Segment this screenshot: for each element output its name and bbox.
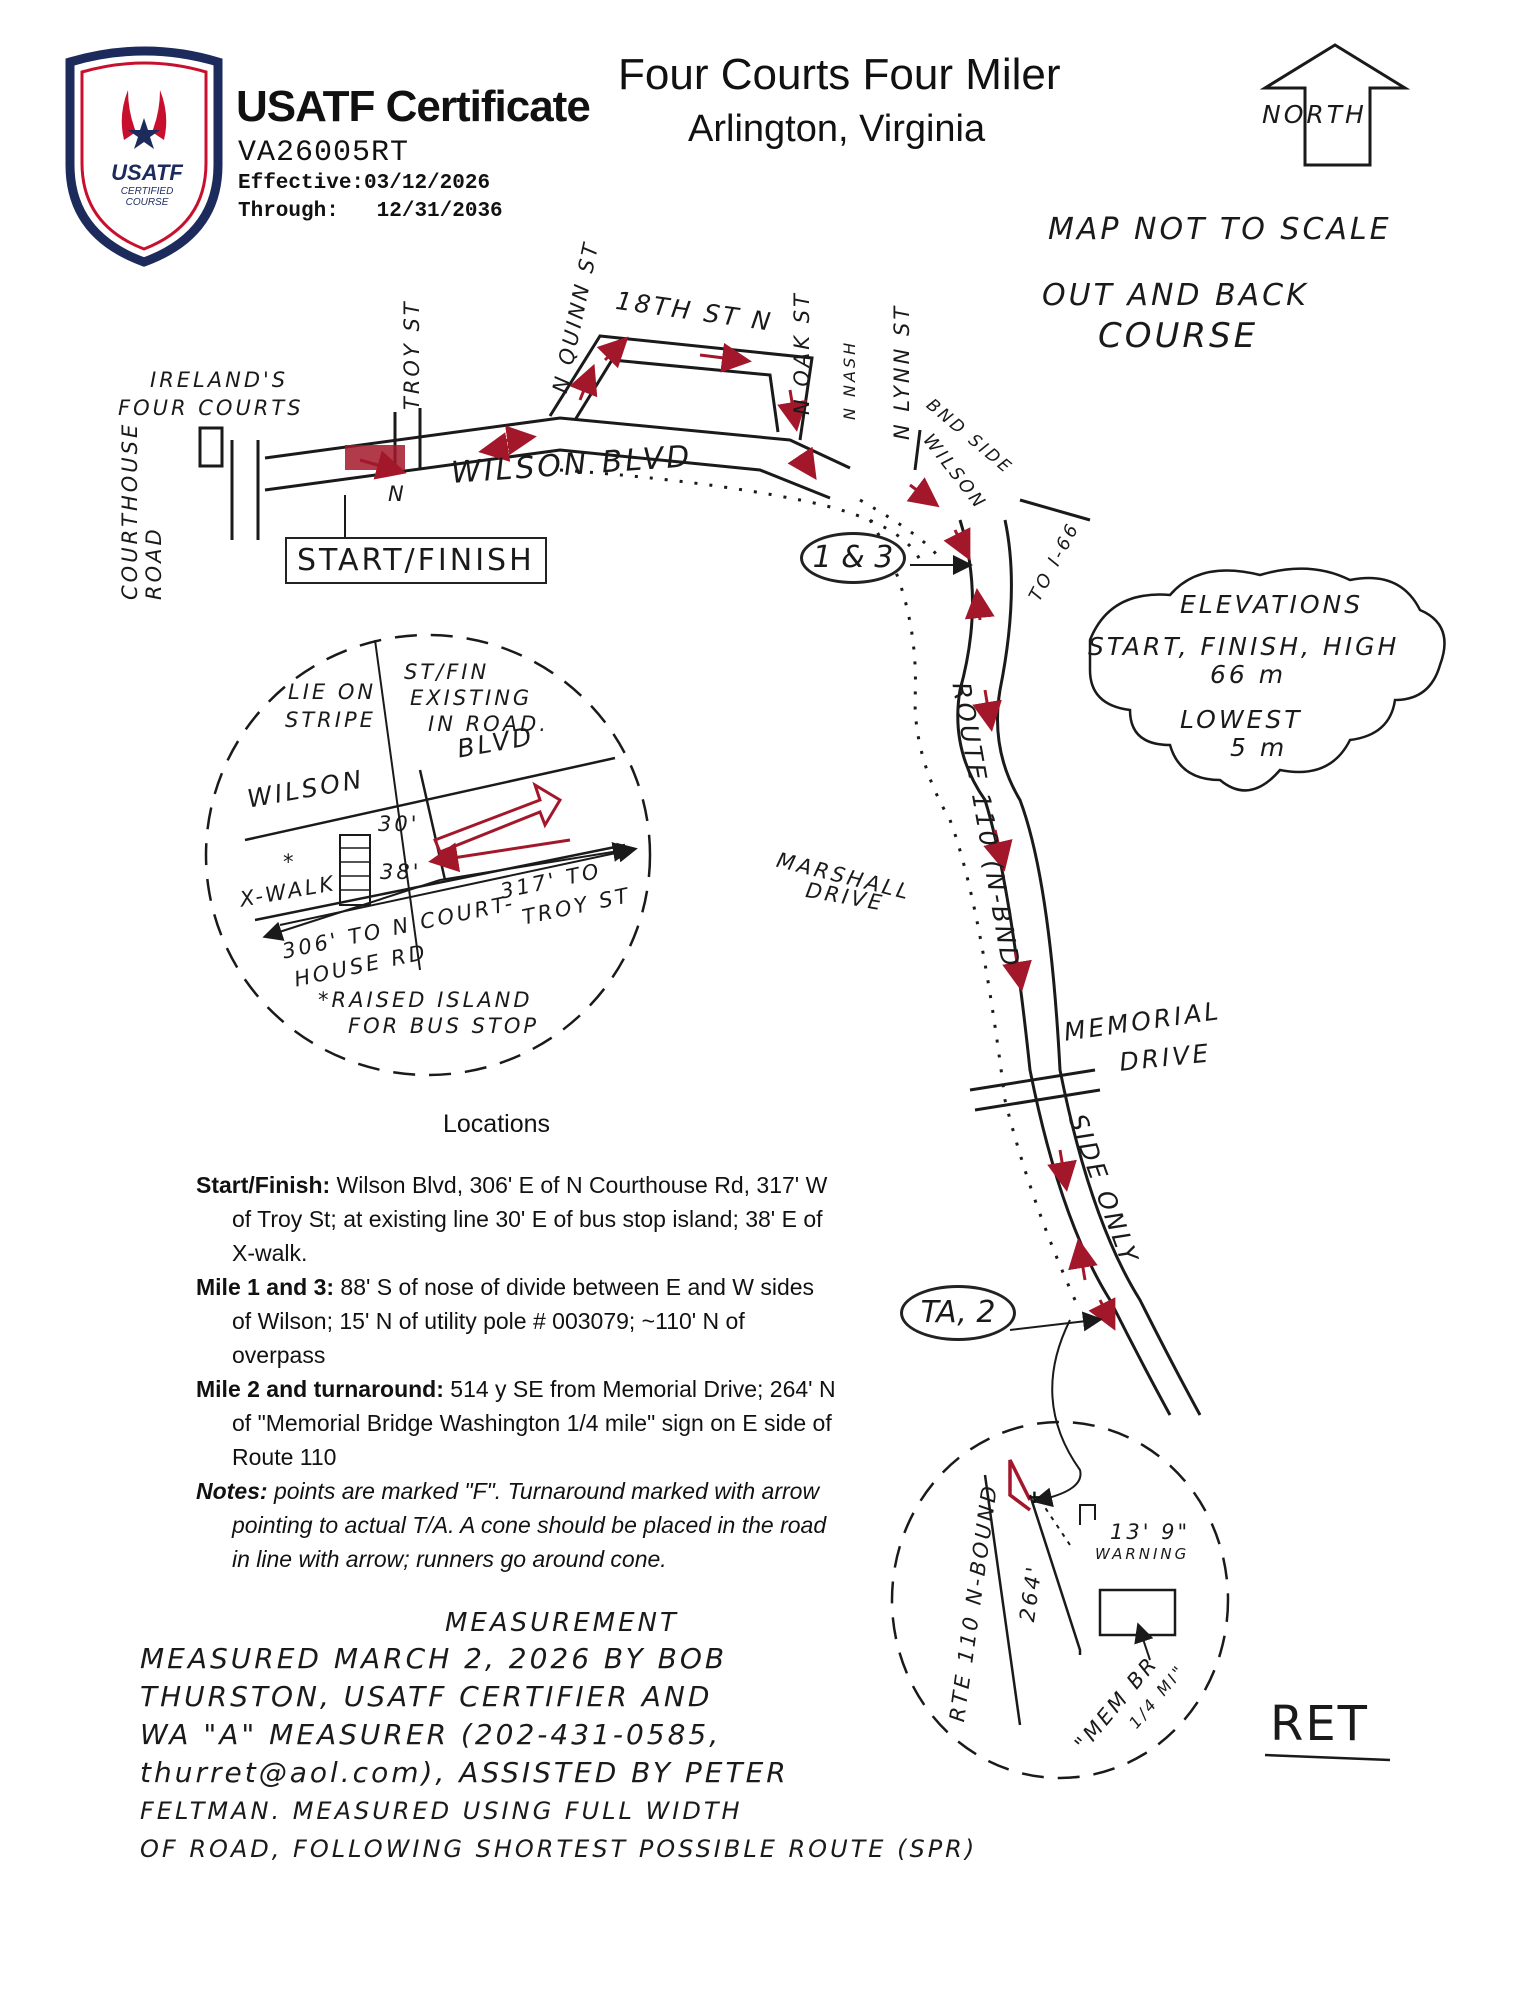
measurement-line2: THURSTON, USATF CERTIFIER AND [140,1680,713,1713]
start-finish-entry-text: Wilson Blvd, 306' E of N Courthouse Rd, … [232,1172,828,1266]
measurement-line5: FELTMAN. MEASURED USING FULL WIDTH [140,1797,743,1825]
inset-raised-1: *RAISED ISLAND [318,988,533,1012]
usatf-badge [65,46,223,267]
inset-stfin-2: EXISTING [410,686,533,710]
dotted-route [559,468,1077,1301]
inset-lie-on-1: LIE ON [288,680,377,704]
course-type-2: COURSE [1098,316,1259,356]
badge-label: USATF CERTIFIED COURSE [102,160,192,208]
not-to-scale: MAP NOT TO SCALE [1048,212,1392,247]
through-row: Through: 12/31/2036 [238,200,503,223]
effective-label: Effective: [238,172,365,195]
start-inset [204,633,652,1077]
measurement-heading: MEASUREMENT [445,1608,679,1638]
badge-text: USATF [111,160,183,185]
initials: RET [1270,1696,1369,1752]
elevations-line1: START, FINISH, HIGH [1088,632,1400,661]
mile-1-3-entry-text: 88' S of nose of divide between E and W … [232,1274,815,1368]
ta-inset-plus: + [1028,1485,1041,1510]
race-title: Four Courts Four Miler [618,50,1061,99]
ta-inset-warning-1: 13' 9" [1110,1520,1191,1544]
start-finish-entry-label: Start/Finish: [196,1172,331,1198]
mile-1-3-marker: 1 & 3 [800,532,906,584]
start-finish-label: START/FINISH [285,537,547,584]
inset-star: * [283,850,297,874]
measurement-line1: MEASURED MARCH 2, 2026 BY BOB [140,1642,728,1675]
courthouse-road-label: COURTHOUSE ROAD [118,421,166,600]
inset-raised-2: FOR BUS STOP [348,1014,540,1038]
inset-stfin-3: IN ROAD. [428,712,549,736]
effective-row: Effective:03/12/2026 [238,172,490,195]
measurement-line6: OF ROAD, FOLLOWING SHORTEST POSSIBLE ROU… [140,1835,978,1863]
wing-right-icon [152,90,167,140]
notes-entry: Notes: points are marked "F". Turnaround… [196,1474,836,1576]
effective-date: 03/12/2026 [364,172,491,195]
north-arrow-icon [1259,43,1411,167]
through-date: 12/31/2036 [376,200,503,223]
wing-left-icon [121,90,136,140]
four-courts-label: FOUR COURTS [118,396,304,420]
mile-2-entry: Mile 2 and turnaround: 514 y SE from Mem… [196,1372,836,1474]
n-nash-label: N NASH [840,339,859,420]
inset-lie-on-2: STRIPE [285,708,376,732]
mile-1-3-entry: Mile 1 and 3: 88' S of nose of divide be… [196,1270,836,1372]
irelands-label: IRELAND'S [150,368,289,392]
n-label: N [388,482,407,506]
mile-2-entry-text: 514 y SE from Memorial Drive; 264' N of … [232,1376,836,1470]
inset-stfin-1: ST/FIN [404,660,490,684]
locations-body: Start/Finish: Wilson Blvd, 306' E of N C… [196,1168,836,1576]
inset-dist-30: 30' [378,812,420,836]
route-arrows [478,336,1116,1331]
n-oak-st-label: N OAK ST [790,291,814,415]
ta-inset [890,1311,1230,1780]
cert-number: VA26005RT [238,136,410,170]
cert-title: USATF Certificate [236,82,591,131]
measurement-line3: WA "A" MEASURER (202-431-0585, [140,1718,722,1751]
elevations-line4: 5 m [1230,733,1288,762]
ta-inset-warning-2: WARNING [1095,1545,1190,1563]
elevations-line2: 66 m [1210,660,1287,689]
elevation-cloud [1088,567,1446,792]
start-area-fill [345,445,405,470]
locations-heading: Locations [443,1110,551,1138]
elevations-line3: LOWEST [1180,705,1303,734]
race-location: Arlington, Virginia [688,108,986,150]
n-lynn-st-label: N LYNN ST [890,303,914,440]
inset-dist-38: 38' [380,860,422,884]
star-icon [128,118,160,149]
notes-entry-label: Notes: [196,1478,268,1504]
badge-subtext: CERTIFIED COURSE [120,186,174,208]
elevations-title: ELEVATIONS [1180,590,1364,619]
measurement-line4: thurret@aol.com), ASSISTED BY PETER [140,1756,789,1789]
troy-st-label: TROY ST [400,299,424,410]
measurement-body: MEASURED MARCH 2, 2026 BY BOB THURSTON, … [140,1640,1240,1868]
notes-entry-text: points are marked "F". Turnaround marked… [232,1478,827,1572]
mile-1-3-entry-label: Mile 1 and 3: [196,1274,335,1300]
north-label: NORTH [1262,100,1367,129]
course-type-1: OUT AND BACK [1042,278,1309,313]
mile-2-entry-label: Mile 2 and turnaround: [196,1376,444,1402]
ta-2-marker: TA, 2 [900,1285,1016,1341]
start-finish-entry: Start/Finish: Wilson Blvd, 306' E of N C… [196,1168,836,1270]
through-label: Through: [238,200,339,223]
